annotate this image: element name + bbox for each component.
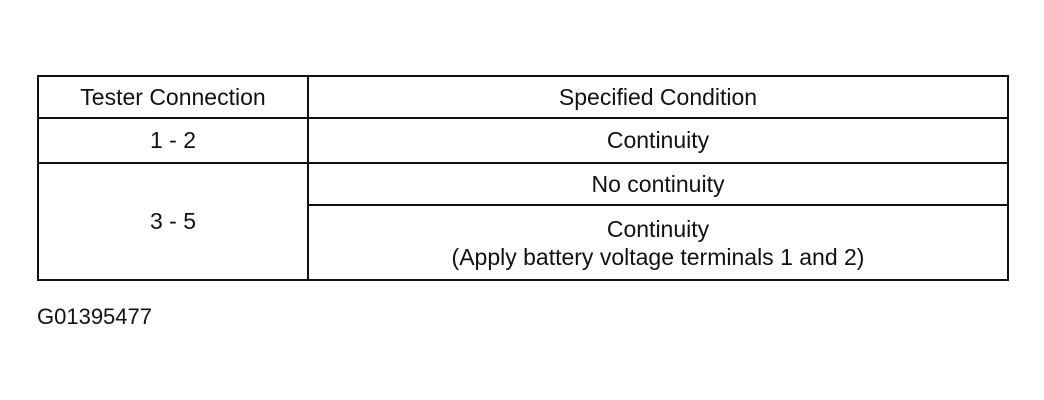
- cell-specified-condition: Continuity: [307, 117, 1009, 164]
- table-row: 1 - 2 Continuity: [37, 117, 1009, 164]
- condition-note: (Apply battery voltage terminals 1 and 2…: [451, 243, 865, 270]
- cell-specified-condition: No continuity: [307, 161, 1009, 207]
- cell-specified-condition: Continuity (Apply battery voltage termin…: [307, 204, 1009, 281]
- table-row: Continuity (Apply battery voltage termin…: [38, 204, 1009, 281]
- table-header-row: Tester Connection Specified Condition: [37, 74, 1009, 120]
- header-tester-connection: Tester Connection: [37, 74, 309, 120]
- cell-tester-connection: 1 - 2: [37, 117, 309, 164]
- table-row: 3 - 5 No continuity: [37, 161, 1009, 282]
- condition-text: Continuity: [606, 215, 710, 242]
- spec-table: Tester Connection Specified Condition 1 …: [37, 74, 1009, 282]
- cell-tester-connection: 3 - 5: [37, 161, 309, 282]
- header-specified-condition: Specified Condition: [307, 74, 1009, 120]
- figure-id: G01395477: [37, 304, 152, 329]
